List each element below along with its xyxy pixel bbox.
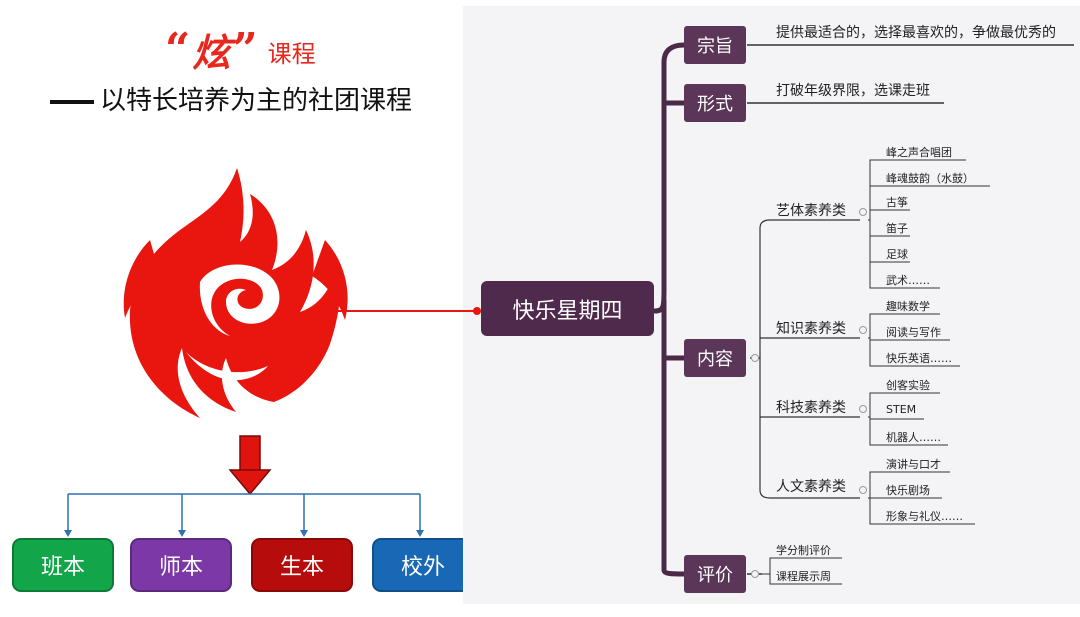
flame-swirl-icon xyxy=(186,264,280,381)
leaf-item: 形象与礼仪…… xyxy=(886,510,963,523)
group-zhishi: 知识素养类 xyxy=(776,321,846,337)
leaf-item: 趣味数学 xyxy=(886,300,930,313)
leaf-item: 快乐英语…… xyxy=(886,352,952,365)
category-label: 班本 xyxy=(40,555,85,580)
subtitle-text: 以特长培养为主的社团课程 xyxy=(100,86,413,116)
category-connectors xyxy=(67,493,421,534)
branch-xingshi: 形式 xyxy=(684,84,746,122)
connector-arrowheads xyxy=(64,530,424,537)
leaf-item: 创客实验 xyxy=(886,379,930,392)
xingshi-text: 打破年级界限，选课走班 xyxy=(776,83,930,99)
branch-label: 形式 xyxy=(697,94,733,115)
course-subtitle: 以特长培养为主的社团课程 xyxy=(50,80,412,117)
pingjia-item: 课程展示周 xyxy=(776,570,831,583)
category-label: 生本 xyxy=(279,555,324,580)
pingjia-item: 学分制评价 xyxy=(776,544,831,557)
group-keji: 科技素养类 xyxy=(776,400,846,416)
leaf-item: STEM xyxy=(886,403,917,416)
category-label: 校外 xyxy=(400,555,445,580)
category-box-shengben: 生本 xyxy=(251,538,353,592)
leaf-item: 足球 xyxy=(886,248,908,261)
leaf-item: 机器人…… xyxy=(886,431,941,444)
branch-pingjia: 评价 xyxy=(684,555,746,593)
leaf-item: 峰之声合唱团 xyxy=(886,146,952,159)
down-arrow-icon xyxy=(228,435,272,496)
category-box-banben: 班本 xyxy=(12,538,114,592)
category-box-xiaowai: 校外 xyxy=(372,538,474,592)
leaf-item: 峰魂鼓韵（水鼓） xyxy=(886,172,974,185)
zongzhi-text: 提供最适合的，选择最喜欢的，争做最优秀的 xyxy=(776,25,1056,41)
course-title: “ 炫 ” 课程 xyxy=(165,16,316,72)
group-renwen: 人文素养类 xyxy=(776,479,846,495)
leaf-item: 古筝 xyxy=(886,196,908,209)
subtitle-dash xyxy=(50,99,94,104)
branch-label: 评价 xyxy=(697,565,733,586)
category-label: 师本 xyxy=(158,555,203,580)
title-main-char: 炫 xyxy=(192,30,231,75)
title-close-quote: ” xyxy=(232,24,258,75)
root-label: 快乐星期四 xyxy=(512,298,623,324)
branch-label: 宗旨 xyxy=(697,36,733,57)
branch-zongzhi: 宗旨 xyxy=(684,26,746,64)
branch-neirong: 内容 xyxy=(684,339,746,377)
title-suffix: 课程 xyxy=(267,40,316,68)
mindmap-root: 快乐星期四 xyxy=(481,281,654,336)
leaf-item: 快乐剧场 xyxy=(886,484,930,497)
leaf-item: 演讲与口才 xyxy=(886,458,941,471)
category-box-shiben: 师本 xyxy=(130,538,232,592)
leaf-item: 武术…… xyxy=(886,274,930,287)
title-open-quote: “ xyxy=(165,24,191,75)
group-yiti: 艺体素养类 xyxy=(776,203,846,219)
leaf-item: 阅读与写作 xyxy=(886,326,941,339)
branch-label: 内容 xyxy=(697,349,733,370)
leaf-item: 笛子 xyxy=(886,222,908,235)
